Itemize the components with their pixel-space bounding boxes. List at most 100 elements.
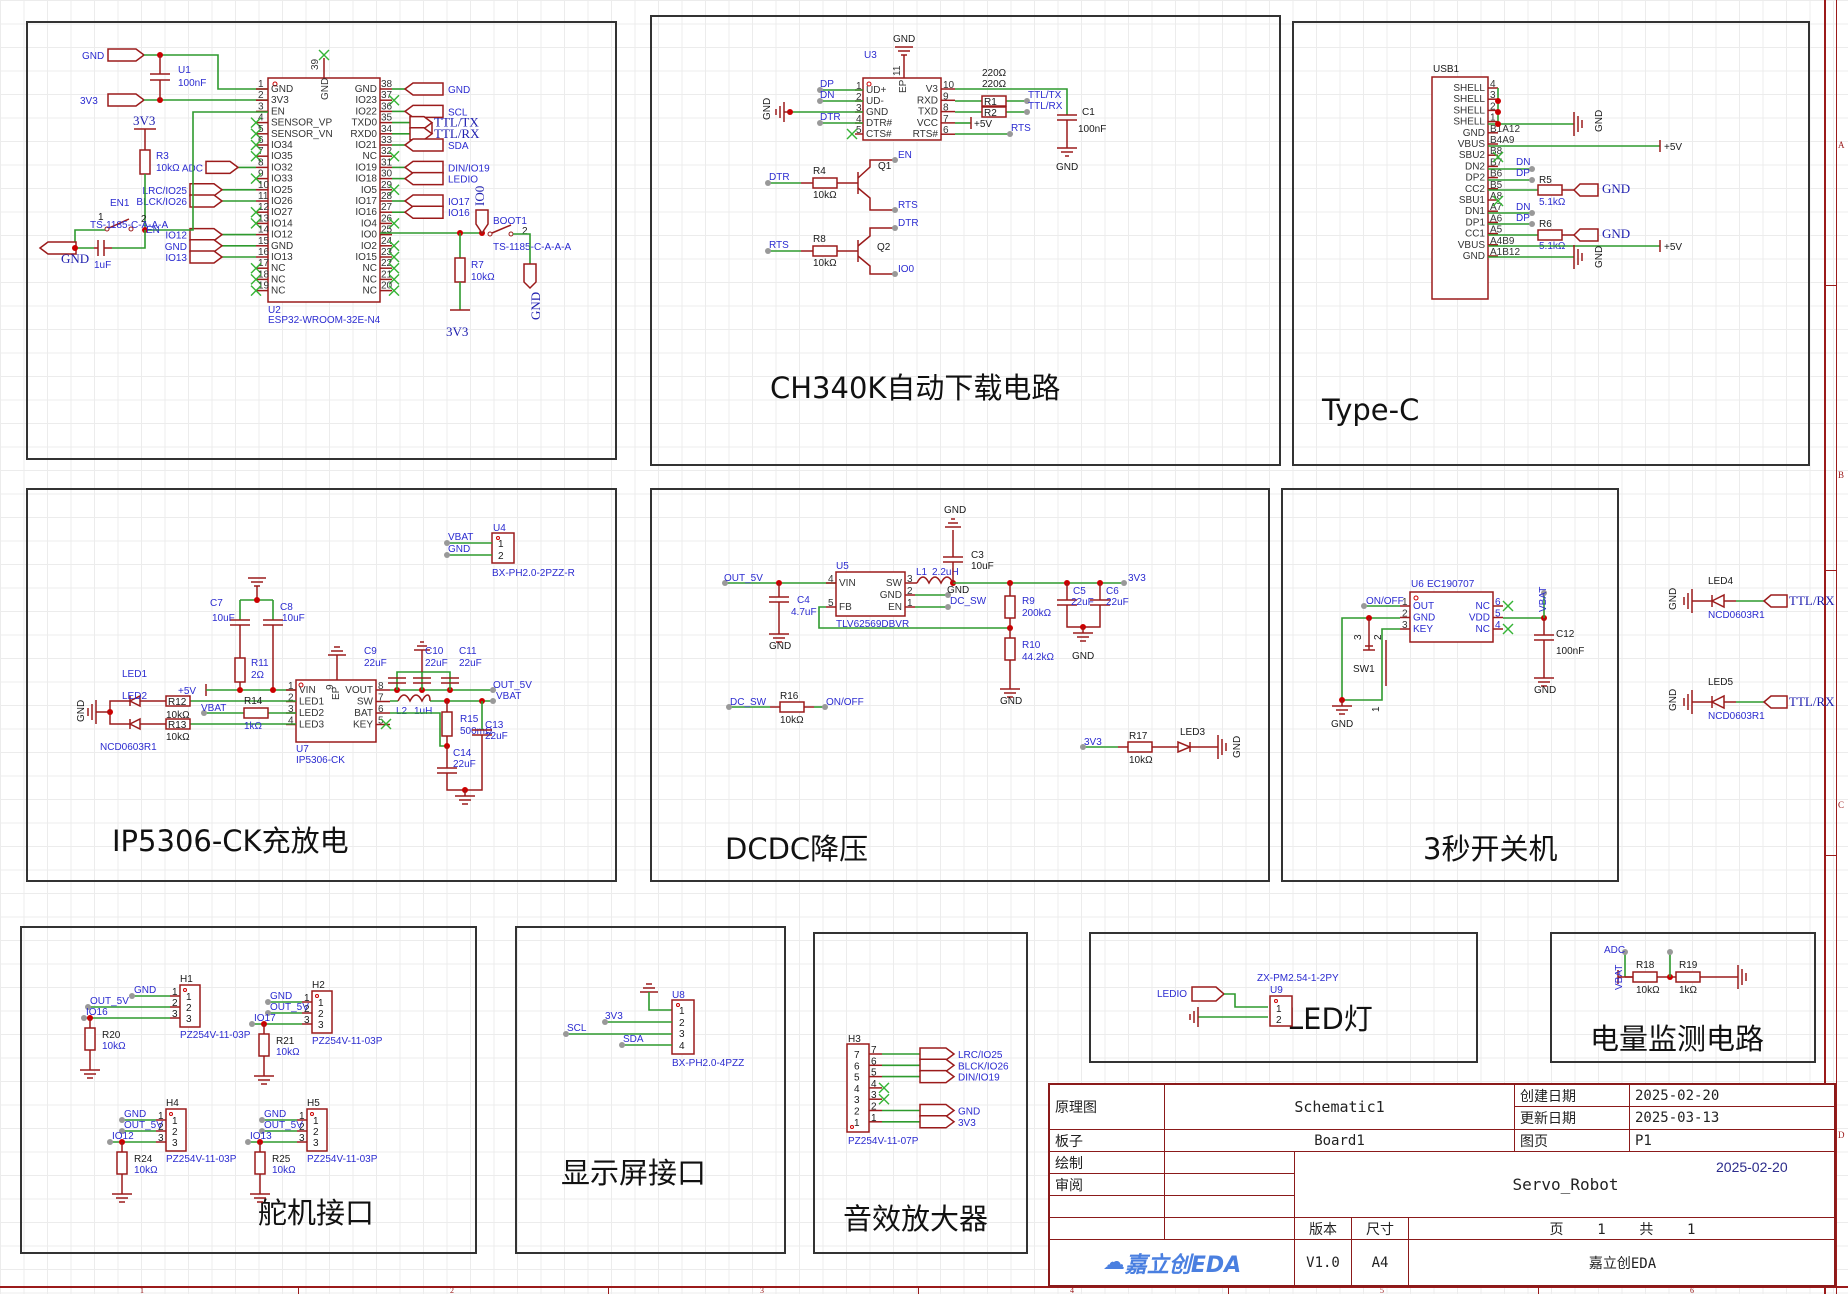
pin-number: 1 bbox=[907, 598, 913, 609]
pin-number: 2 bbox=[172, 1127, 178, 1138]
net-label: +5V bbox=[178, 686, 196, 697]
ruler-tick bbox=[918, 1286, 919, 1294]
net-label: GND bbox=[1331, 719, 1353, 730]
component-value: 10kΩ bbox=[134, 1165, 158, 1176]
power-switch-chip-body[interactable] bbox=[1409, 591, 1494, 643]
logo-text: 嘉立创EDA bbox=[1124, 1252, 1242, 1278]
project-name[interactable]: Servo_Robot bbox=[1295, 1152, 1836, 1218]
pin-number: 3 bbox=[172, 1009, 178, 1020]
pin-name: SENSOR_VP bbox=[271, 118, 332, 129]
component-part: PZ254V-11-03P bbox=[307, 1154, 378, 1165]
component-value: 10kΩ bbox=[166, 732, 190, 743]
usbc-connector-body[interactable] bbox=[1431, 76, 1489, 300]
net-label: GND bbox=[893, 34, 915, 45]
pin-name: IO32 bbox=[271, 162, 293, 173]
panel-battery[interactable]: 电量监测电路 bbox=[1550, 932, 1816, 1063]
board-name[interactable]: Board1 bbox=[1165, 1130, 1515, 1152]
header-body[interactable] bbox=[165, 1108, 187, 1152]
panel-dcdc[interactable]: DCDC降压 bbox=[650, 488, 1270, 882]
panel-title: 舵机接口 bbox=[258, 1196, 375, 1230]
label-page: 图页 bbox=[1515, 1130, 1630, 1152]
panel-display[interactable]: 显示屏接口 bbox=[515, 926, 786, 1254]
component-ref: H5 bbox=[307, 1098, 320, 1109]
panel-typec[interactable]: Type-C bbox=[1292, 21, 1810, 466]
pin-name: EP bbox=[331, 686, 342, 700]
component-ref: C7 bbox=[210, 598, 223, 609]
net-label: EN bbox=[146, 225, 160, 236]
panel-ch340k[interactable]: CH340K自动下载电路 bbox=[650, 15, 1281, 466]
dcdc-chip-body[interactable] bbox=[835, 571, 906, 617]
pin-number: 2 bbox=[498, 551, 504, 562]
net-label: IO12 bbox=[165, 231, 187, 242]
pin-number: 2 bbox=[258, 90, 264, 101]
pin-name: EN bbox=[271, 106, 285, 117]
pin-name: UD+ bbox=[866, 85, 886, 96]
pin-number: 5 bbox=[854, 1073, 860, 1084]
panel-esp32[interactable] bbox=[26, 21, 617, 460]
label-drawn: 绘制 bbox=[1050, 1152, 1165, 1174]
pin-number: 2 bbox=[856, 92, 862, 103]
net-label: LEDIO bbox=[448, 175, 478, 186]
component-part: BX-PH2.0-4PZZ bbox=[672, 1058, 744, 1069]
component-value: 100nF bbox=[178, 78, 206, 89]
header-body[interactable] bbox=[306, 1108, 328, 1152]
pin-number: B1A12 bbox=[1490, 124, 1520, 135]
pin-number: 21 bbox=[381, 269, 393, 280]
component-ref: R2 bbox=[984, 108, 997, 119]
component-ref: R25 bbox=[272, 1154, 291, 1165]
pin-number: 2 bbox=[158, 1122, 164, 1133]
panel-power-switch[interactable]: 3秒开关机 bbox=[1281, 488, 1619, 882]
cloud-logo-icon: ☁ bbox=[1102, 1250, 1125, 1275]
component-value: 220Ω bbox=[982, 79, 1007, 90]
header-body[interactable] bbox=[179, 984, 201, 1028]
pin-name: UD- bbox=[866, 96, 884, 107]
pin-number: 3 bbox=[299, 1133, 305, 1144]
panel-audio[interactable]: 音效放大器 bbox=[813, 932, 1028, 1254]
ch340k-chip-body[interactable] bbox=[862, 77, 942, 141]
pin-name: SHELL bbox=[1453, 105, 1485, 116]
panel-led[interactable]: LED灯 bbox=[1089, 932, 1478, 1063]
ruler-label: 5 bbox=[1380, 1286, 1384, 1295]
panel-servo[interactable]: 舵机接口 bbox=[20, 926, 477, 1254]
pin-number: 3 bbox=[871, 1090, 877, 1101]
pin-number: A5 bbox=[1490, 225, 1503, 236]
pin-name: NC bbox=[363, 263, 377, 274]
component-ref: BOOT1 bbox=[493, 216, 527, 227]
component-ref: R13 bbox=[168, 720, 187, 731]
net-label: IO13 bbox=[250, 1131, 272, 1142]
pin-number: 4 bbox=[828, 574, 834, 585]
pin-name: SW bbox=[886, 578, 903, 589]
net-label: VBAT bbox=[1538, 587, 1549, 612]
net-label: VBAT bbox=[448, 532, 473, 543]
net-label: IO13 bbox=[165, 253, 187, 264]
pin-number: 6 bbox=[854, 1061, 860, 1072]
panel-title: 显示屏接口 bbox=[561, 1156, 707, 1190]
schematic-name[interactable]: Schematic1 bbox=[1165, 1085, 1515, 1130]
component-value: 22uF bbox=[425, 658, 448, 669]
pin-name: IO34 bbox=[271, 140, 293, 151]
pin-number: B5 bbox=[1490, 180, 1503, 191]
empty-cell bbox=[1165, 1196, 1295, 1218]
pin-number: 1 bbox=[856, 81, 862, 92]
zone-label: C bbox=[1838, 800, 1845, 810]
label-version: 版本 bbox=[1295, 1218, 1352, 1240]
net-label: DC_SW bbox=[950, 596, 987, 607]
pin-name: GND bbox=[1463, 251, 1485, 262]
ip5306-chip-body[interactable] bbox=[295, 679, 377, 743]
pin-number: 3 bbox=[679, 1029, 685, 1040]
component-ref: U2 bbox=[268, 305, 281, 316]
net-label: GND bbox=[1602, 226, 1630, 241]
panel-ip5306[interactable]: IP5306-CK充放电 bbox=[26, 488, 617, 882]
net-label: +5V bbox=[1664, 242, 1682, 253]
pin-number: 20 bbox=[381, 281, 393, 292]
header-body[interactable] bbox=[311, 990, 333, 1034]
component-ref: C1 bbox=[1082, 107, 1095, 118]
pin-number: 1 bbox=[98, 212, 104, 223]
component-value: 500mΩ bbox=[460, 726, 493, 737]
esp32-module-body[interactable] bbox=[267, 77, 381, 303]
net-label: GND bbox=[1594, 110, 1605, 132]
pin-name: TXD0 bbox=[351, 118, 377, 129]
panel-title: 音效放大器 bbox=[843, 1202, 989, 1236]
